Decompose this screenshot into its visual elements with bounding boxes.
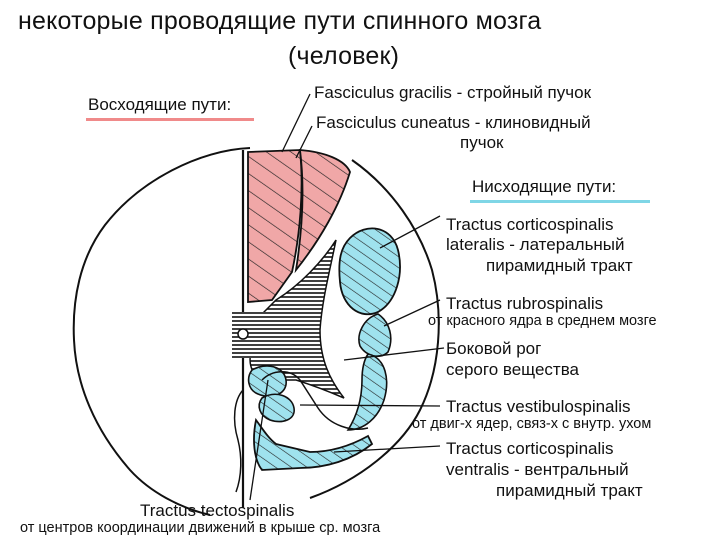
cord-outline xyxy=(72,147,251,516)
left-ventral-curve xyxy=(233,389,244,493)
label-cuneatus-1: Fasciculus cuneatus - клиновидный xyxy=(316,113,591,132)
leader-tectospinal xyxy=(249,379,269,501)
fasciculus-gracilis-area xyxy=(247,149,303,303)
label-cs-lateral-2: lateralis - латеральный xyxy=(446,235,625,254)
heading-descending: Нисходящие пути: xyxy=(472,177,617,196)
grey-commissure xyxy=(232,312,280,358)
label-tectospinal-2: от центров координации движений в крыше … xyxy=(20,520,381,536)
label-cs-lateral-3: пирамидный тракт xyxy=(486,256,633,275)
label-rubrospinal-1: Tractus rubrospinalis xyxy=(446,294,604,313)
vestibulospinal-area xyxy=(346,353,388,431)
heading-ascending: Восходящие пути: xyxy=(88,95,232,114)
leader-cs-ventral xyxy=(333,445,441,453)
cord-outline-right xyxy=(309,159,440,499)
label-vestibulospinal-2: от двиг-х ядер, связ-х с внутр. ухом xyxy=(412,416,652,432)
leader-vestibulospinal xyxy=(299,404,441,407)
label-cs-ventral-2: ventralis - вентральный xyxy=(446,460,629,479)
ventral-horn-outline xyxy=(261,371,369,430)
label-tectospinal-1: Tractus tectospinalis xyxy=(140,501,295,520)
leader-rubrospinal xyxy=(383,299,441,327)
leader-horn xyxy=(343,347,445,361)
label-horn-1: Боковой рог xyxy=(446,339,542,358)
tectospinal-area-2 xyxy=(258,393,295,423)
page-title-line1: некоторые проводящие пути спинного мозга xyxy=(18,7,542,35)
label-cs-ventral-1: Tractus corticospinalis xyxy=(446,439,614,458)
rubrospinal-area xyxy=(358,313,392,358)
label-rubrospinal-2: от красного ядра в среднем мозге xyxy=(428,313,657,329)
central-canal xyxy=(237,328,249,340)
label-cs-lateral-1: Tractus corticospinalis xyxy=(446,215,614,234)
leader-gracilis xyxy=(281,93,311,153)
corticospinal-lateral-area xyxy=(338,227,401,316)
label-cs-ventral-3: пирамидный тракт xyxy=(496,481,643,500)
page-title-line2: (человек) xyxy=(288,42,400,70)
fasciculus-cuneatus-area xyxy=(294,149,351,274)
leader-cs-lateral xyxy=(379,215,441,249)
label-horn-2: серого вещества xyxy=(446,360,579,379)
corticospinal-ventral-area xyxy=(253,417,374,471)
heading-ascending-underline xyxy=(86,118,254,121)
leader-lines xyxy=(249,93,445,501)
label-vestibulospinal-1: Tractus vestibulospinalis xyxy=(446,397,631,416)
heading-descending-underline xyxy=(470,200,650,203)
label-cuneatus-2: пучок xyxy=(460,133,504,152)
label-gracilis: Fasciculus gracilis - стройный пучок xyxy=(314,83,592,102)
leader-cuneatus xyxy=(295,125,313,159)
